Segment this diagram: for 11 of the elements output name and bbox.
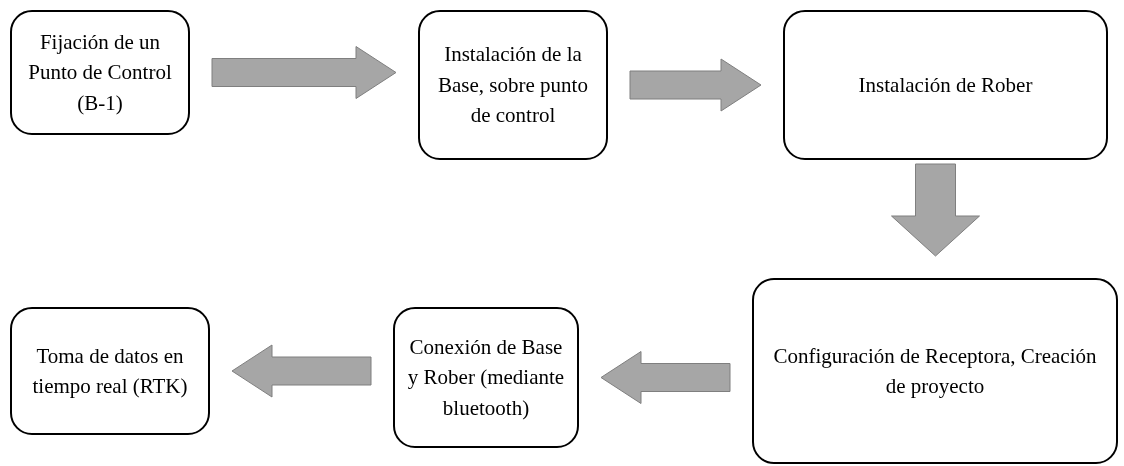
block-arrow [891, 163, 980, 257]
block-arrow [600, 351, 731, 404]
process-box: Toma de datos en tiempo real (RTK) [10, 307, 210, 435]
process-box: Configuración de Receptora, Creación de proyecto [752, 278, 1118, 464]
block-arrow [211, 46, 397, 99]
process-box: Instalación de la Base, sobre punto de control [418, 10, 608, 160]
process-box: Instalación de Rober [783, 10, 1108, 160]
block-arrow [231, 344, 372, 398]
process-box: Conexión de Base y Rober (mediante bluetooth) [393, 307, 579, 448]
process-box: Fijación de un Punto de Control (B-1) [10, 10, 190, 135]
block-arrow [629, 58, 762, 112]
